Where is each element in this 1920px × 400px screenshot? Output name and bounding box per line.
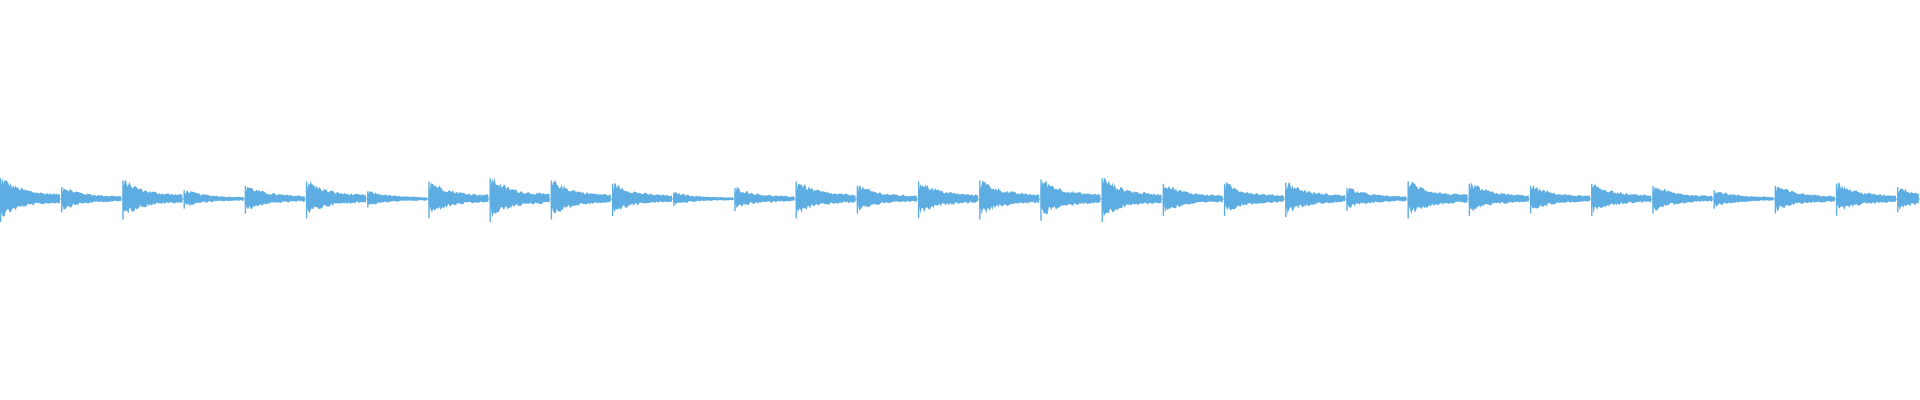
waveform-note-8 bbox=[428, 182, 489, 213]
waveform-note-29 bbox=[1713, 191, 1774, 207]
waveform-note-30 bbox=[1774, 186, 1835, 211]
waveform-note-1 bbox=[0, 178, 60, 217]
waveform-note-18 bbox=[1040, 180, 1101, 215]
waveform-note-23 bbox=[1346, 188, 1407, 208]
waveform-note-31 bbox=[1836, 182, 1896, 211]
waveform-note-28 bbox=[1652, 186, 1713, 211]
waveform-note-3 bbox=[122, 179, 183, 214]
waveform-note-11 bbox=[612, 182, 672, 213]
waveform-note-25 bbox=[1468, 182, 1529, 212]
waveform-note-7 bbox=[367, 190, 428, 206]
waveform-note-22 bbox=[1285, 182, 1346, 215]
waveform-note-2 bbox=[61, 188, 122, 210]
waveform-note-6 bbox=[306, 181, 366, 214]
waveform-note-17 bbox=[979, 180, 1040, 215]
waveform-note-16 bbox=[918, 184, 978, 214]
waveform-note-26 bbox=[1530, 185, 1590, 209]
waveform-note-14 bbox=[795, 183, 856, 214]
waveform-note-19 bbox=[1101, 177, 1162, 217]
waveform-note-27 bbox=[1591, 184, 1652, 214]
waveform-note-9 bbox=[489, 177, 550, 218]
waveform-note-15 bbox=[856, 185, 917, 211]
waveform-note-12 bbox=[673, 191, 734, 205]
waveform-note-21 bbox=[1224, 181, 1284, 211]
waveform-note-20 bbox=[1162, 185, 1223, 213]
waveform-note-24 bbox=[1407, 181, 1468, 214]
waveform-note-32 bbox=[1897, 188, 1919, 211]
waveform-note-10 bbox=[550, 180, 611, 214]
waveform-note-4 bbox=[183, 190, 244, 207]
waveform-note-13 bbox=[734, 187, 795, 209]
waveform-note-5 bbox=[244, 186, 305, 210]
